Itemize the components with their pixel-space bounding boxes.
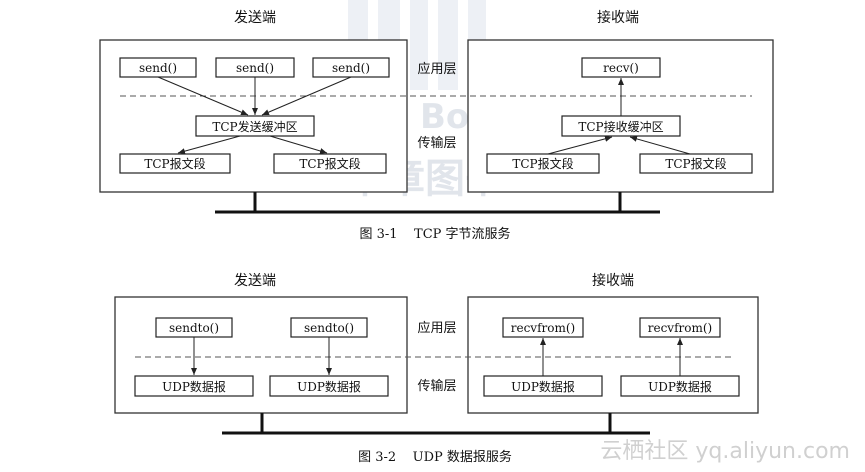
recvfrom-call-label: recvfrom() [511, 321, 575, 335]
udp-datagram-label: UDP数据报 [162, 379, 226, 394]
tcp-send-buffer-box [195, 115, 315, 137]
figure-caption: 图 3-2 UDP 数据报服务 [358, 449, 512, 465]
udp-datagram-box [134, 375, 254, 397]
tcp-send-buffer-label: TCP发送缓冲区 [212, 119, 297, 134]
transport-layer-label: 传输层 [417, 378, 456, 394]
arrow [261, 76, 352, 116]
tcp-recv-buffer-label: TCP接收缓冲区 [578, 119, 663, 134]
sender-title: 发送端 [234, 273, 276, 289]
receiver-title: 接收端 [597, 9, 639, 26]
sender-title: 发送端 [234, 10, 276, 26]
site-watermark: 云栖社区 yq.aliyun.com [600, 439, 850, 464]
figure-3-2: 发送端 接收端 应用层 传输层 sendto() sendto() UDP数据报… [114, 272, 759, 465]
figure-caption: 图 3-1 TCP 字节流服务 [359, 226, 510, 242]
recvfrom-call-label: recvfrom() [648, 321, 712, 335]
tcp-segment-box [119, 153, 231, 174]
arrow [157, 76, 249, 116]
udp-datagram-label: UDP数据报 [648, 379, 712, 394]
tcp-segment-box [273, 153, 387, 174]
recvfrom-call-box [639, 317, 721, 338]
tcp-segment-box [639, 153, 753, 174]
receiver-title: 接收端 [592, 272, 634, 289]
send-call-label: send() [139, 61, 177, 75]
udp-datagram-label: UDP数据报 [297, 379, 361, 394]
tcp-segment-label: TCP报文段 [512, 156, 573, 171]
arrow [547, 135, 613, 155]
send-call-label: send() [236, 61, 274, 75]
application-layer-label: 应用层 [417, 61, 456, 77]
tcp-segment-label: TCP报文段 [665, 156, 726, 171]
arrow [269, 135, 328, 154]
arrow [177, 135, 241, 155]
sendto-call-label: sendto() [169, 321, 219, 335]
transport-layer-label: 传输层 [417, 135, 456, 151]
recv-call-box [581, 57, 661, 78]
udp-datagram-box [269, 375, 389, 397]
arrow [629, 136, 691, 155]
tcp-segment-box [486, 153, 600, 174]
sendto-call-label: sendto() [304, 321, 354, 335]
udp-datagram-label: UDP数据报 [511, 379, 575, 394]
tcp-segment-label: TCP报文段 [144, 156, 205, 171]
recv-call-label: recv() [603, 61, 639, 75]
application-layer-label: 应用层 [417, 320, 456, 336]
tcp-segment-label: TCP报文段 [299, 156, 360, 171]
recvfrom-call-box [502, 317, 584, 338]
send-call-label: send() [332, 61, 370, 75]
figure-3-1: 发送端 接收端 应用层 传输层 send() send() send() TCP… [99, 9, 774, 242]
